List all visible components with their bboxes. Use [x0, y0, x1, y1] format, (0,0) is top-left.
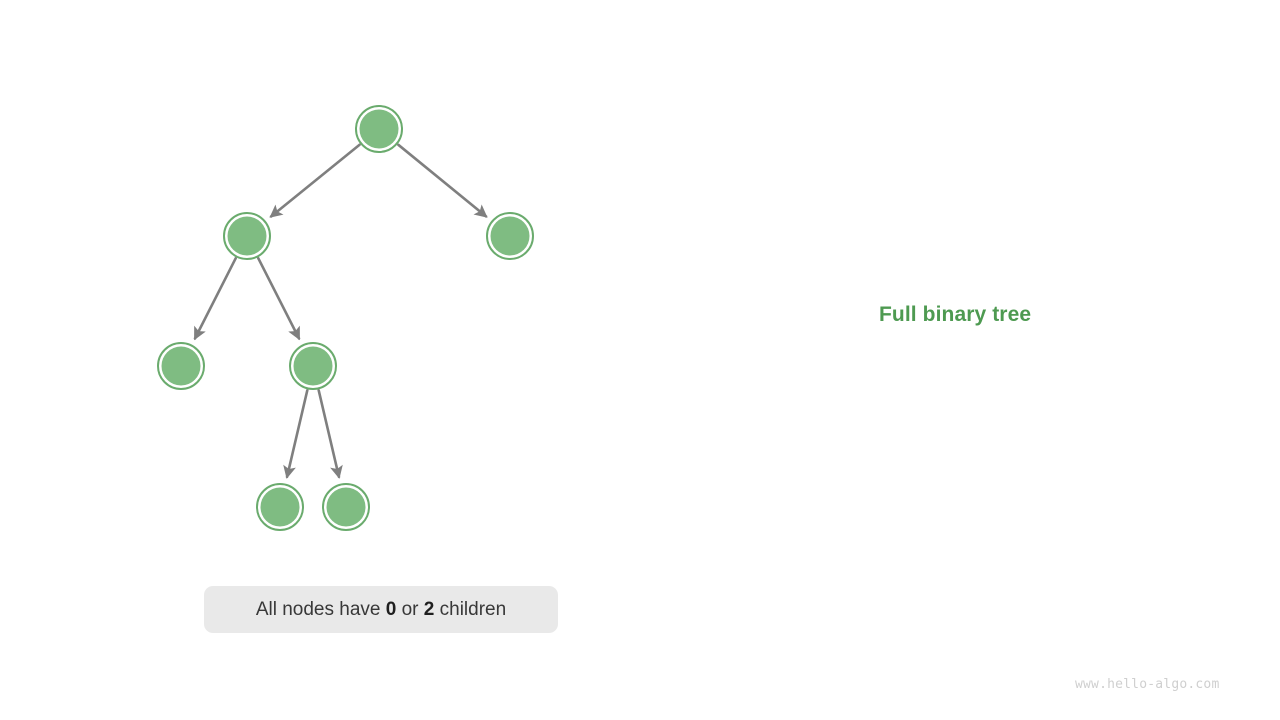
tree-node[interactable] — [157, 342, 205, 390]
watermark: www.hello-algo.com — [1075, 677, 1220, 692]
tree-node[interactable] — [355, 105, 403, 153]
tree-node[interactable] — [322, 483, 370, 531]
tree-node-fill — [227, 216, 267, 256]
tree-node-fill — [161, 346, 201, 386]
tree-node-fill — [326, 487, 366, 527]
tree-node-ring — [486, 212, 534, 260]
caption-box: All nodes have 0 or 2 children — [204, 586, 558, 633]
tree-node-ring — [223, 212, 271, 260]
tree-node[interactable] — [486, 212, 534, 260]
page-title: Full binary tree — [879, 303, 1032, 326]
caption-value-two: 2 — [423, 598, 435, 620]
tree-node-ring — [157, 342, 205, 390]
tree-node-fill — [260, 487, 300, 527]
tree-node-fill — [359, 109, 399, 149]
tree-edge — [397, 143, 488, 218]
caption-suffix: children — [434, 598, 507, 620]
caption-text: All nodes have 0 or 2 children — [256, 599, 506, 621]
tree-edge — [317, 389, 343, 479]
tree-edge — [283, 389, 309, 479]
edge-layer — [193, 143, 488, 479]
tree-node-fill — [490, 216, 530, 256]
caption-middle: or — [396, 598, 424, 620]
tree-edge — [193, 256, 237, 341]
caption-prefix: All nodes have — [255, 598, 386, 620]
tree-node-ring — [289, 342, 337, 390]
tree-node-ring — [355, 105, 403, 153]
tree-node[interactable] — [223, 212, 271, 260]
tree-edge — [269, 143, 361, 218]
caption-value-one: 0 — [385, 598, 397, 620]
tree-node-ring — [322, 483, 370, 531]
tree-node-ring — [256, 483, 304, 531]
node-layer — [157, 105, 534, 531]
tree-node-fill — [293, 346, 333, 386]
tree-edge — [257, 256, 301, 341]
tree-node[interactable] — [289, 342, 337, 390]
tree-node[interactable] — [256, 483, 304, 531]
